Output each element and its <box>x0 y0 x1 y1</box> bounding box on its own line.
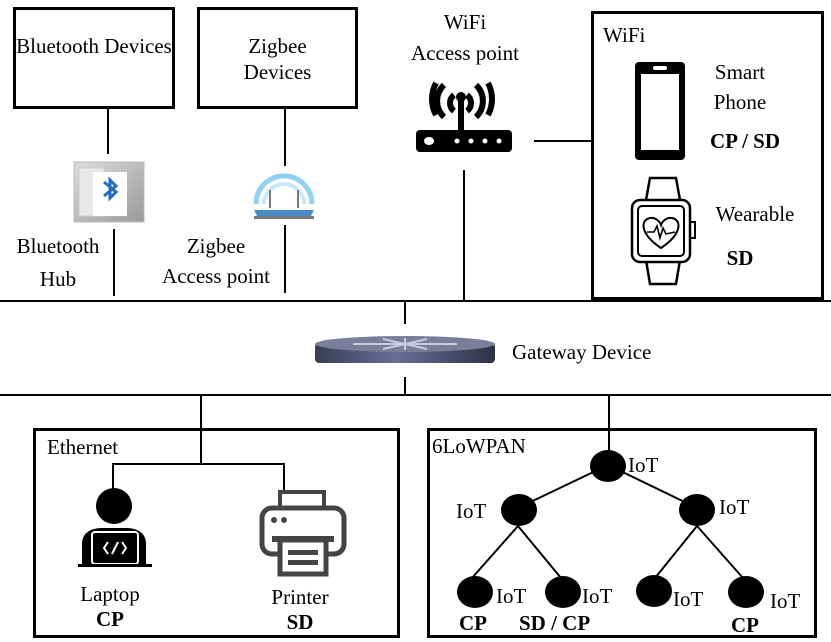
smartphone-label-2: Phone <box>713 90 767 114</box>
printer-icon <box>259 490 347 577</box>
wifi-ap-label-2: Access point <box>411 41 519 65</box>
lower-bus-line <box>0 394 831 396</box>
ethernet-group-box <box>33 428 400 638</box>
iot-label-rr: IoT <box>770 589 801 613</box>
iot-label-lr: IoT <box>582 584 613 608</box>
ethernet-branch-line <box>112 463 284 465</box>
zigbee-devices-label: Zigbee Devices <box>243 34 312 84</box>
bluetooth-devices-box <box>13 7 175 109</box>
laptop-role: CP <box>96 607 124 631</box>
iot-node-rr <box>728 576 764 608</box>
iot-node-right <box>679 494 715 526</box>
ethernet-to-printer <box>283 463 285 495</box>
link-right-rl <box>654 525 698 579</box>
wearable-label: Wearable <box>715 202 795 226</box>
gateway-device-label: Gateway Device <box>512 340 652 364</box>
iot-label-ll: IoT <box>496 584 527 608</box>
6lowpan-group-box <box>427 428 817 638</box>
wifi-ap-link <box>463 170 465 300</box>
iot-role-ll: CP <box>459 611 487 635</box>
laptop-label: Laptop <box>80 582 140 606</box>
wifi-ap-to-group-link <box>534 140 594 142</box>
gateway-device-icon <box>315 336 495 363</box>
bluetooth-hub-label-2: Hub <box>39 267 77 291</box>
laptop-user-icon <box>78 488 152 567</box>
iot-label-right: IoT <box>719 495 750 519</box>
6lowpan-group-title: 6LoWPAN <box>432 434 526 458</box>
bt-hub-link <box>113 229 115 296</box>
upper-bus-line <box>0 300 831 302</box>
zigbee-ap-label: Zigbee <box>186 234 246 258</box>
iot-label-rl: IoT <box>673 587 704 611</box>
iot-node-lr <box>545 576 581 608</box>
iot-node-root <box>590 450 626 482</box>
lower-bus-to-6lowpan <box>608 394 610 456</box>
smartphone-icon <box>635 62 685 160</box>
link-right-rr <box>696 525 744 579</box>
link-left-lr <box>517 525 562 579</box>
printer-label: Printer <box>271 585 329 609</box>
iot-label-left: IoT <box>456 499 487 523</box>
bluetooth-hub-label: Bluetooth <box>16 234 100 258</box>
printer-role: SD <box>286 610 314 634</box>
smartphone-role: CP / SD <box>709 129 780 153</box>
iot-label-root: IoT <box>628 453 659 477</box>
wifi-ap-label: WiFi <box>443 10 487 34</box>
zigbee-ap-link <box>284 225 286 293</box>
gateway-to-lower-bus <box>404 377 406 395</box>
iot-node-rl <box>636 575 672 607</box>
upper-bus-to-gateway <box>404 300 406 324</box>
ethernet-to-laptop <box>112 463 114 493</box>
bluetooth-hub-icon <box>73 161 145 223</box>
ethernet-group-title: Ethernet <box>47 435 119 459</box>
zigbee-access-point-icon <box>253 173 315 219</box>
iot-role-rr: CP <box>731 613 759 637</box>
iot-node-left <box>501 494 537 526</box>
iot-role-lr: SD / CP <box>519 611 591 635</box>
wifi-group-title: WiFi <box>603 23 646 47</box>
link-left-ll <box>471 525 519 579</box>
iot-node-ll <box>457 576 493 608</box>
wearable-watch-icon <box>630 176 696 286</box>
bluetooth-devices-label: Bluetooth Devices <box>16 34 172 58</box>
wifi-router-icon <box>416 81 512 152</box>
bt-devices-link <box>107 109 109 154</box>
wifi-group-box <box>591 11 824 300</box>
wearable-role: SD <box>726 246 754 270</box>
zigbee-devices-link <box>284 109 286 166</box>
smartphone-label: Smart <box>714 60 766 84</box>
zigbee-devices-box <box>197 7 358 109</box>
zigbee-ap-label-2: Access point <box>162 264 270 288</box>
